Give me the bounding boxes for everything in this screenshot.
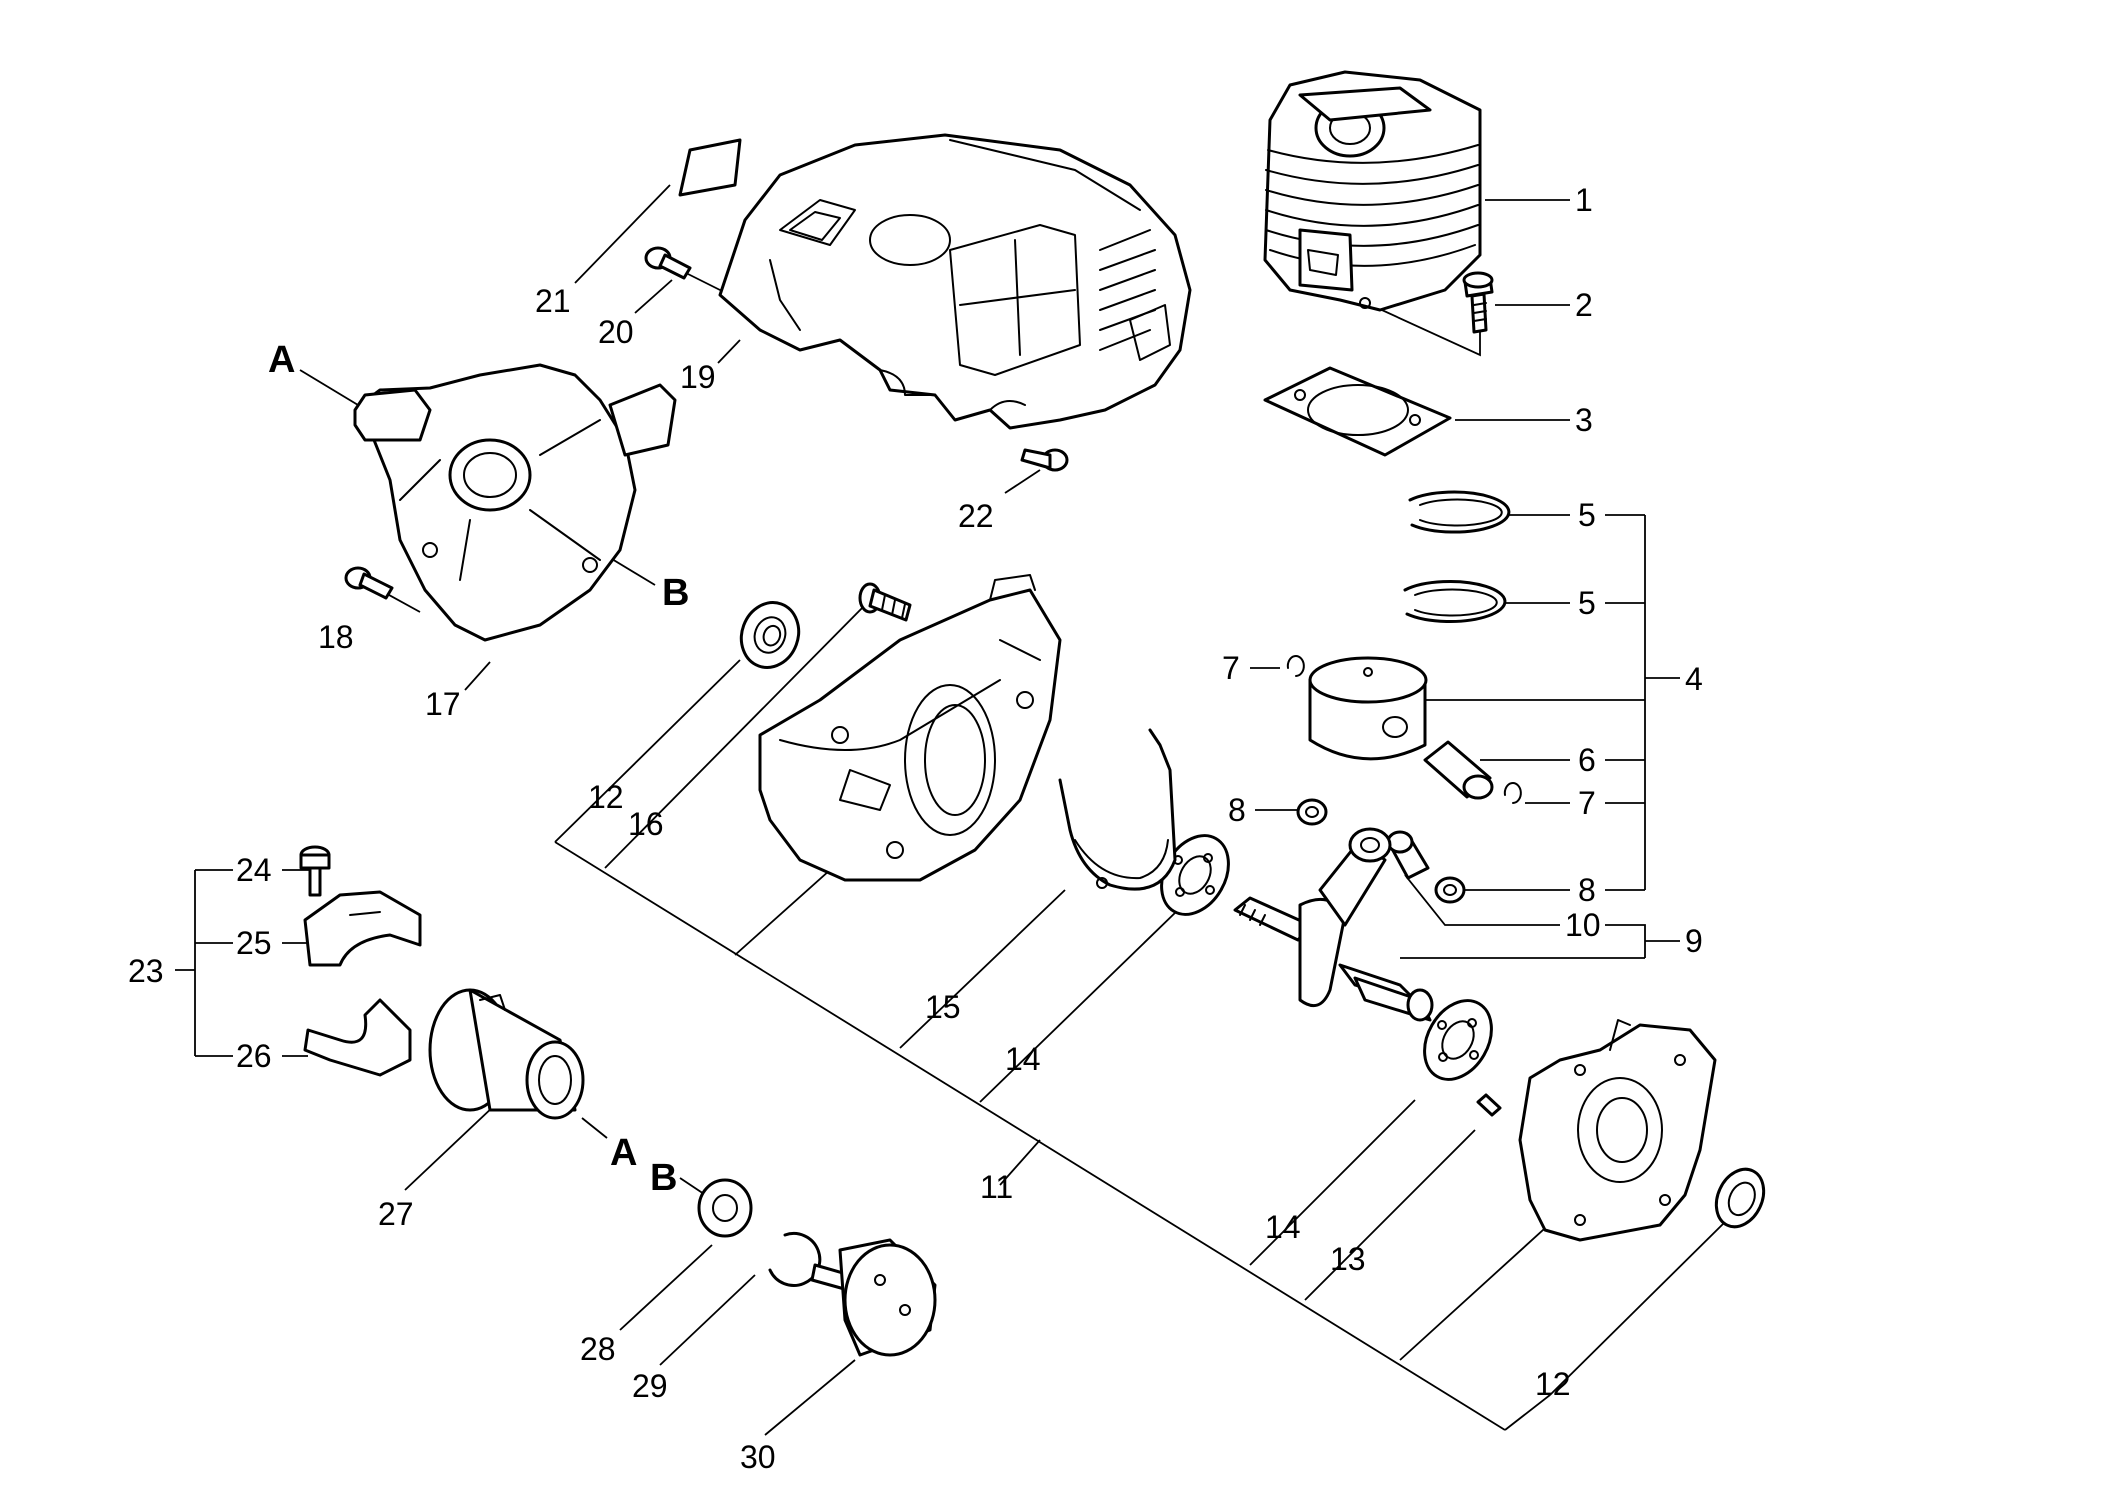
- callout-30: 30: [740, 1439, 776, 1475]
- crankshaft: [1233, 827, 1434, 1022]
- callout-12-right: 12: [1535, 1366, 1571, 1402]
- callout-29: 29: [632, 1368, 668, 1404]
- ref-b-top: B: [662, 572, 689, 614]
- needle-bearing-right: [1434, 876, 1466, 904]
- callout-11: 11: [980, 1169, 1013, 1205]
- ref-a-bottom: A: [610, 1132, 637, 1174]
- fan-housing-bolt: [344, 566, 394, 600]
- callout-7-left: 7: [1222, 650, 1240, 686]
- callout-12-left: 12: [588, 779, 624, 815]
- ref-a-top: A: [268, 339, 295, 381]
- callout-19: 19: [680, 359, 716, 395]
- callout-9: 9: [1685, 923, 1703, 959]
- reference-letters: A B A B: [268, 339, 689, 1199]
- clutch-bearing: [697, 1178, 753, 1238]
- callout-8-left: 8: [1228, 792, 1246, 828]
- piston-ring-lower: [1403, 580, 1507, 624]
- callout-24: 24: [236, 852, 272, 888]
- callout-22: 22: [958, 498, 994, 534]
- callout-6: 6: [1578, 742, 1596, 778]
- callout-3: 3: [1575, 402, 1593, 438]
- callout-25: 25: [236, 925, 272, 961]
- callout-1: 1: [1575, 182, 1593, 218]
- callout-10: 10: [1565, 907, 1601, 943]
- ball-bearing-right: [1423, 999, 1493, 1081]
- callout-5-upper: 5: [1578, 497, 1596, 533]
- callout-labels: 1 2 3 4 5 5 6 7 7 8 8 9 10 11 12 12 13 1…: [128, 182, 1703, 1475]
- oil-seal-left: [739, 601, 801, 669]
- callout-20: 20: [598, 314, 634, 350]
- piston-pin: [1423, 740, 1494, 800]
- callout-14-left: 14: [1005, 1041, 1041, 1077]
- clutch-drum: [810, 1238, 937, 1357]
- piston-pin-circlip-left: [1286, 655, 1305, 677]
- cover-bolt-lower: [1020, 448, 1069, 472]
- callout-13: 13: [1330, 1241, 1366, 1277]
- needle-bearing-left: [1296, 798, 1328, 826]
- cover-bolt-upper: [644, 246, 692, 280]
- ref-b-bottom: B: [650, 1157, 677, 1199]
- callout-14-right: 14: [1265, 1209, 1301, 1245]
- connecting-rod-bearing: [1386, 830, 1430, 880]
- cylinder-gasket: [1263, 366, 1452, 457]
- dowel-pin: [1476, 1093, 1502, 1117]
- callout-15: 15: [925, 989, 961, 1025]
- engine-cover: [718, 133, 1192, 430]
- callout-7-right: 7: [1578, 785, 1596, 821]
- callout-8-right: 8: [1578, 872, 1596, 908]
- piston-ring-upper: [1408, 490, 1511, 534]
- clutch-housing: [428, 988, 585, 1120]
- crankcase-bolt: [858, 582, 912, 622]
- clamp-lower: [303, 998, 412, 1077]
- clamp-upper: [303, 890, 422, 967]
- cover-label-decal: [678, 138, 742, 197]
- callout-4: 4: [1685, 661, 1703, 697]
- fan-housing: [353, 363, 677, 642]
- callout-16: 16: [628, 806, 664, 842]
- callout-26: 26: [236, 1038, 272, 1074]
- callout-17: 17: [425, 686, 461, 722]
- crankcase-right-half: [1518, 1019, 1717, 1242]
- clamp-bolt: [299, 845, 331, 897]
- callout-21: 21: [535, 283, 571, 319]
- oil-seal-right: [1714, 1167, 1766, 1229]
- callout-27: 27: [378, 1196, 414, 1232]
- callout-18: 18: [318, 619, 354, 655]
- callout-23: 23: [128, 953, 164, 989]
- callout-2: 2: [1575, 287, 1593, 323]
- leader-lines: [175, 184, 1726, 1436]
- cylinder: [1263, 70, 1482, 312]
- cylinder-bolt: [1462, 271, 1494, 334]
- piston: [1308, 656, 1428, 761]
- callout-28: 28: [580, 1331, 616, 1367]
- crankcase-half: [758, 574, 1062, 882]
- callout-5-lower: 5: [1578, 585, 1596, 621]
- piston-pin-circlip-right: [1503, 782, 1522, 804]
- crankcase-gasket: [1058, 728, 1177, 891]
